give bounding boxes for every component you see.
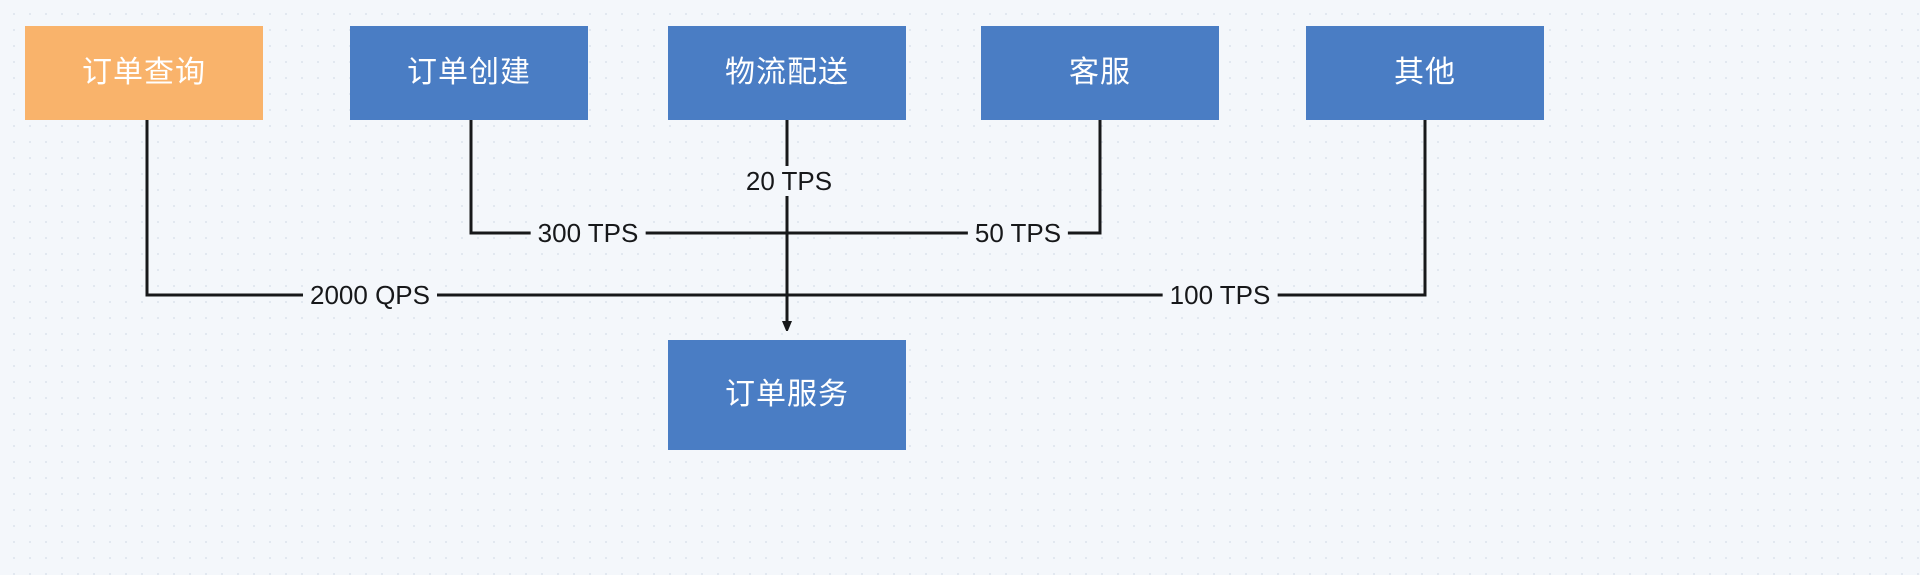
- node-order-service[interactable]: 订单服务: [668, 340, 906, 450]
- edge-path-order-query: [145, 120, 787, 297]
- edge-label-order-create: 300 TPS: [530, 218, 646, 248]
- node-order-service-label: 订单服务: [725, 378, 849, 411]
- edge-path-other: [787, 120, 1427, 297]
- edge-label-logistics: 20 TPS: [738, 166, 840, 196]
- edge-label-order-query: 2000 QPS: [303, 280, 437, 310]
- node-logistics-label: 物流配送: [725, 56, 849, 89]
- node-other[interactable]: 其他: [1306, 26, 1544, 120]
- node-order-query-label: 订单查询: [82, 56, 206, 89]
- node-order-create[interactable]: 订单创建: [350, 26, 588, 120]
- node-logistics[interactable]: 物流配送: [668, 26, 906, 120]
- node-order-create-label: 订单创建: [407, 56, 531, 89]
- node-customer-service-label: 客服: [1069, 56, 1131, 89]
- edge-label-other: 100 TPS: [1162, 280, 1278, 310]
- node-order-query[interactable]: 订单查询: [25, 26, 263, 120]
- node-customer-service[interactable]: 客服: [981, 26, 1219, 120]
- edge-label-customer-service: 50 TPS: [967, 218, 1069, 248]
- node-other-label: 其他: [1394, 56, 1456, 89]
